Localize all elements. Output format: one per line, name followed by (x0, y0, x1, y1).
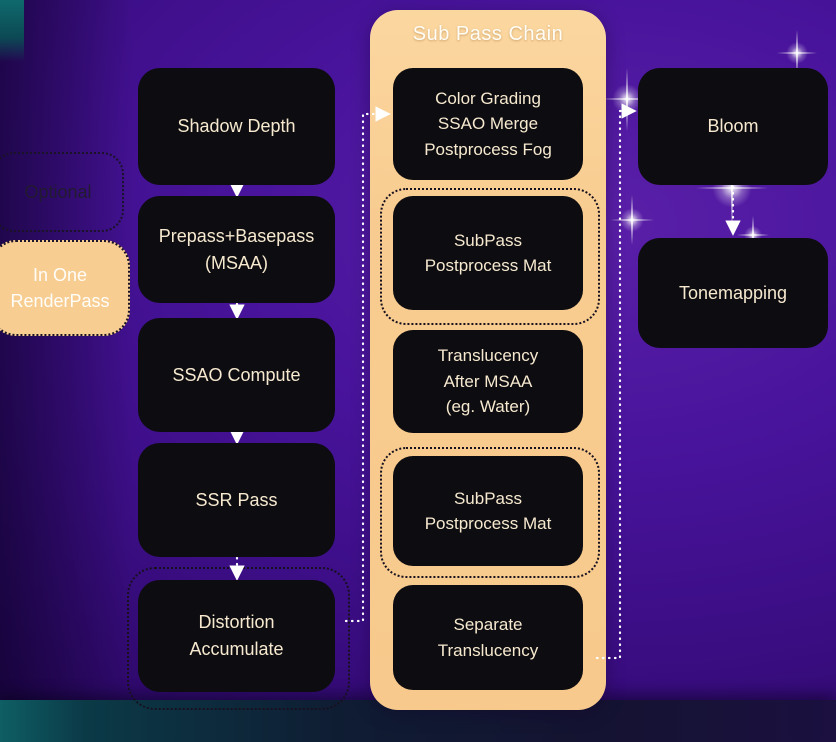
node-subpass-postprocess-mat-2: SubPass Postprocess Mat (393, 456, 583, 566)
node-separate-translucency: Separate Translucency (393, 585, 583, 690)
subpass-chain-title: Sub Pass Chain (412, 23, 564, 45)
node-label: Tonemapping (678, 282, 788, 303)
legend-optional: Optional (0, 152, 124, 232)
node-label: Distortion Accumulate (189, 612, 284, 659)
node-label: Shadow Depth (177, 116, 296, 136)
node-label: Separate Translucency (437, 615, 539, 660)
legend-in-one-renderpass: In One RenderPass (0, 240, 130, 336)
background-artifact-top-left (0, 0, 24, 62)
node-label: Color Grading SSAO Merge Postprocess Fog (424, 88, 552, 159)
sparkle-glint (786, 42, 808, 64)
legend-in-one-renderpass-label: In One RenderPass (10, 264, 110, 311)
node-label: Prepass+Basepass (MSAA) (158, 225, 315, 273)
legend-optional-label: Optional (24, 181, 92, 202)
node-shadow-depth: Shadow Depth (138, 68, 335, 185)
sparkle-glint (620, 208, 644, 232)
node-tonemapping: Tonemapping (638, 238, 828, 348)
node-ssr-pass: SSR Pass (138, 443, 335, 557)
node-ssao-compute: SSAO Compute (138, 318, 335, 432)
node-distortion-accumulate: Distortion Accumulate (138, 580, 335, 692)
node-label: SubPass Postprocess Mat (424, 488, 552, 534)
node-label: SSAO Compute (172, 364, 301, 385)
node-label: Bloom (707, 116, 759, 136)
node-bloom: Bloom (638, 68, 828, 185)
node-label: SubPass Postprocess Mat (424, 230, 552, 276)
node-label: Translucency After MSAA (eg. Water) (437, 346, 539, 417)
node-color-grading-ssao-merge-postprocess-fog: Color Grading SSAO Merge Postprocess Fog (393, 68, 583, 180)
node-translucency-after-msaa: Translucency After MSAA (eg. Water) (393, 330, 583, 433)
node-label: SSR Pass (195, 489, 278, 510)
node-prepass-basepass: Prepass+Basepass (MSAA) (138, 196, 335, 303)
node-subpass-postprocess-mat-1: SubPass Postprocess Mat (393, 196, 583, 310)
